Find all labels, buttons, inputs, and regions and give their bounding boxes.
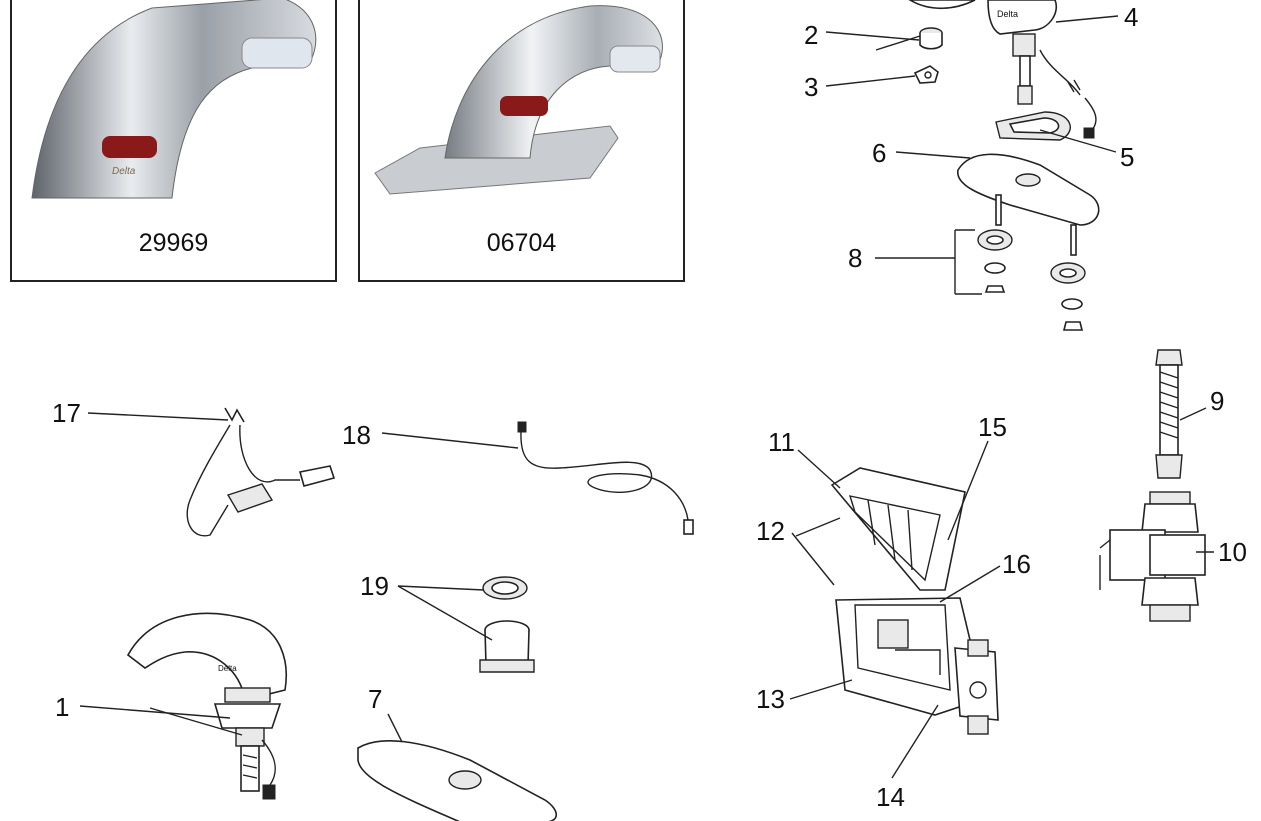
part-17-power-adapter: [186, 407, 336, 537]
callout-10: 10: [1218, 537, 1247, 567]
callout-5: 5: [1120, 142, 1134, 172]
callout-15: 15: [978, 412, 1007, 442]
faucet-photo-06704: [374, 5, 663, 195]
callout-18: 18: [342, 420, 371, 450]
callout-11: 11: [768, 427, 795, 457]
model-number-29969: 29969: [138, 229, 209, 257]
callout-4: 4: [1124, 2, 1138, 32]
callout-3: 3: [804, 72, 818, 102]
model-number-06704: 06704: [486, 229, 557, 257]
callout-12: 12: [756, 516, 785, 546]
callout-19: 19: [360, 571, 389, 601]
callout-13: 13: [756, 684, 785, 714]
spout-assembly: Delta: [908, 0, 1097, 139]
part-7-deck-plate: [357, 740, 558, 821]
brand-mark: Delta: [112, 166, 136, 177]
faucet-photo-29969: Delta: [31, 0, 317, 199]
callout-7: 7: [368, 684, 382, 714]
callout-1: 1: [55, 692, 69, 722]
part-8-mounting-hardware: [977, 194, 1086, 331]
control-box: [830, 467, 999, 735]
svg-text:Delta: Delta: [218, 664, 237, 673]
part-3-clip: [913, 65, 939, 84]
callout-16: 16: [1002, 549, 1031, 579]
callout-14: 14: [876, 782, 905, 812]
photo-box-29969: Delta 29969: [10, 0, 337, 282]
part-2-aerator: [919, 27, 943, 50]
callout-2: 2: [804, 20, 818, 50]
part-1-faucet-body: Delta: [126, 612, 287, 800]
part-18-sensor-cable: [517, 421, 694, 535]
callout-17: 17: [52, 398, 81, 428]
part-19-washer-bushing: [479, 576, 535, 673]
photo-box-06704: 06704: [358, 0, 685, 282]
spout-logo: Delta: [997, 9, 1018, 19]
part-6-deck-plate: [957, 153, 1100, 226]
part-9-supply-hose: [1155, 349, 1183, 479]
callout-9: 9: [1210, 386, 1224, 416]
callout-8: 8: [848, 243, 862, 273]
callout-6: 6: [872, 138, 886, 168]
part-10-solenoid-valve: [1099, 491, 1206, 622]
